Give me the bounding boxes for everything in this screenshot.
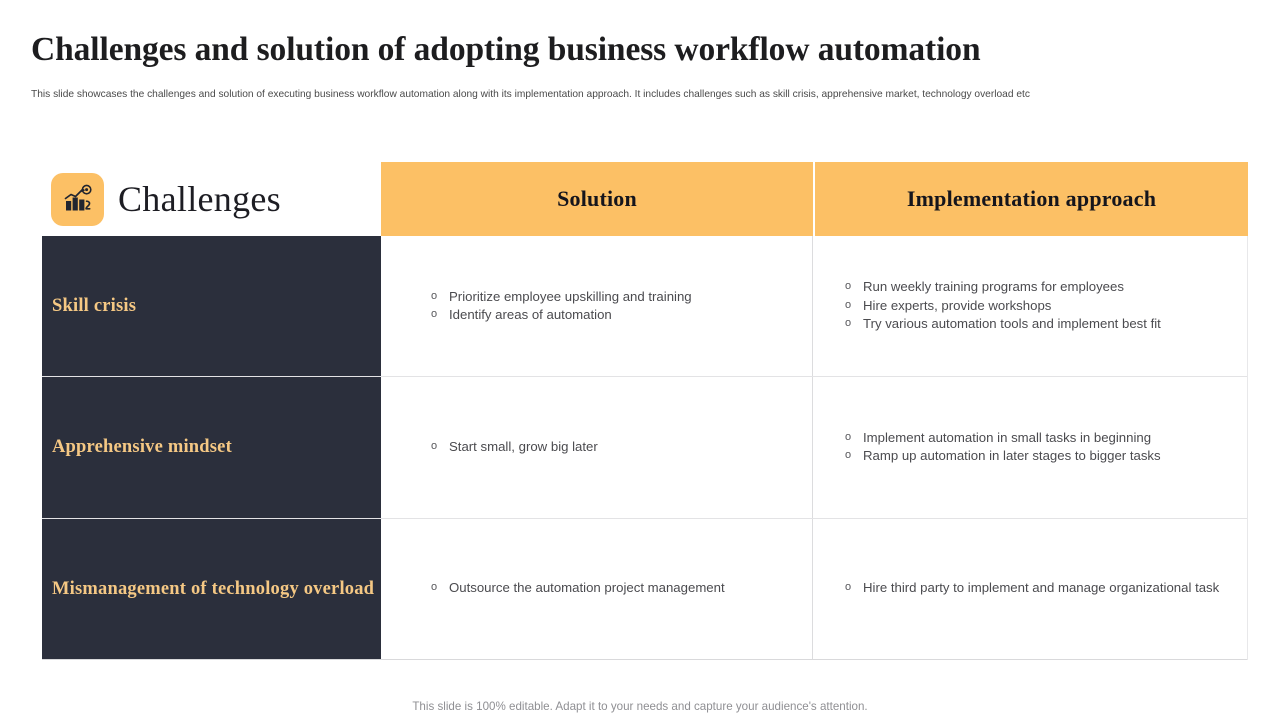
list-item: o Run weekly training programs for employ… [845, 278, 1234, 296]
list-item: o Prioritize employee upskilling and trai… [431, 288, 800, 306]
table-right-border [1246, 236, 1248, 660]
table-row: Mismanagement of technology overload o Ou… [42, 518, 1248, 660]
implementation-bullet-list: o Hire third party to implement and manag… [845, 579, 1234, 598]
page-title: Challenges and solution of adopting busi… [31, 31, 981, 68]
cell-solution: o Start small, grow big later [381, 377, 813, 518]
challenge-label: Mismanagement of technology overload [52, 578, 375, 599]
page-subtitle: This slide showcases the challenges and … [31, 89, 1030, 100]
bullet-marker-icon: o [845, 298, 852, 311]
bullet-marker-icon: o [845, 581, 852, 594]
list-item: o Try various automation tools and implem… [845, 315, 1234, 333]
list-item-text: Hire third party to implement and manage… [863, 580, 1220, 596]
bullet-marker-icon: o [431, 581, 438, 594]
slide-footer-note: This slide is 100% editable. Adapt it to… [412, 700, 868, 713]
solution-bullet-list: o Prioritize employee upskilling and trai… [431, 288, 800, 325]
list-item-text: Implement automation in small tasks in b… [863, 429, 1152, 445]
challenge-label: Skill crisis [52, 296, 137, 317]
cell-implementation: o Implement automation in small tasks in … [815, 377, 1248, 517]
cell-implementation: o Hire third party to implement and manag… [815, 519, 1248, 659]
cell-solution: o Prioritize employee upskilling and trai… [381, 236, 813, 377]
bullet-marker-icon: o [431, 440, 438, 453]
implementation-bullet-list: o Run weekly training programs for employ… [845, 278, 1234, 334]
cell-solution: o Outsource the automation project manage… [381, 518, 813, 659]
list-item: o Implement automation in small tasks in … [845, 429, 1234, 447]
challenges-solution-table: Challenges Solution Implementation appro… [42, 162, 1248, 660]
table-header-challenges-label: Challenges [118, 179, 281, 219]
list-item-text: Hire experts, provide workshops [863, 297, 1052, 313]
implementation-bullet-list: o Implement automation in small tasks in … [845, 429, 1234, 466]
list-item-text: Try various automation tools and impleme… [863, 316, 1161, 332]
cell-implementation: o Run weekly training programs for employ… [815, 236, 1248, 376]
list-item: o Hire experts, provide workshops [845, 297, 1234, 315]
solution-bullet-list: o Start small, grow big later [431, 438, 800, 457]
list-item: o Ramp up automation in later stages to b… [845, 447, 1234, 465]
challenge-label: Apprehensive mindset [52, 437, 232, 458]
list-item-text: Start small, grow big later [449, 439, 598, 455]
bullet-marker-icon: o [845, 430, 852, 443]
cell-challenge: Apprehensive mindset [42, 377, 381, 518]
cell-challenge: Skill crisis [42, 236, 381, 377]
bar-chart-growth-target-icon [51, 172, 104, 226]
bullet-marker-icon: o [431, 308, 438, 321]
list-item-text: Ramp up automation in later stages to bi… [863, 448, 1161, 464]
bullet-marker-icon: o [845, 317, 852, 330]
table-header-challenges: Challenges [42, 162, 381, 236]
bullet-marker-icon: o [431, 289, 438, 302]
table-header-row: Challenges Solution Implementation appro… [42, 162, 1248, 236]
table-header-implementation: Implementation approach [815, 162, 1248, 236]
solution-bullet-list: o Outsource the automation project manage… [431, 579, 800, 598]
bullet-marker-icon: o [845, 449, 852, 462]
bullet-marker-icon: o [845, 280, 852, 293]
list-item-text: Run weekly training programs for employe… [863, 279, 1124, 295]
table-header-solution: Solution [381, 162, 813, 236]
list-item-text: Outsource the automation project managem… [449, 580, 725, 596]
list-item-text: Prioritize employee upskilling and train… [449, 288, 692, 304]
list-item: o Outsource the automation project manage… [431, 579, 800, 597]
list-item: o Identify areas of automation [431, 306, 800, 324]
list-item-text: Identify areas of automation [449, 307, 612, 323]
cell-challenge: Mismanagement of technology overload [42, 518, 381, 659]
list-item: o Hire third party to implement and manag… [845, 579, 1234, 597]
list-item: o Start small, grow big later [431, 438, 800, 456]
